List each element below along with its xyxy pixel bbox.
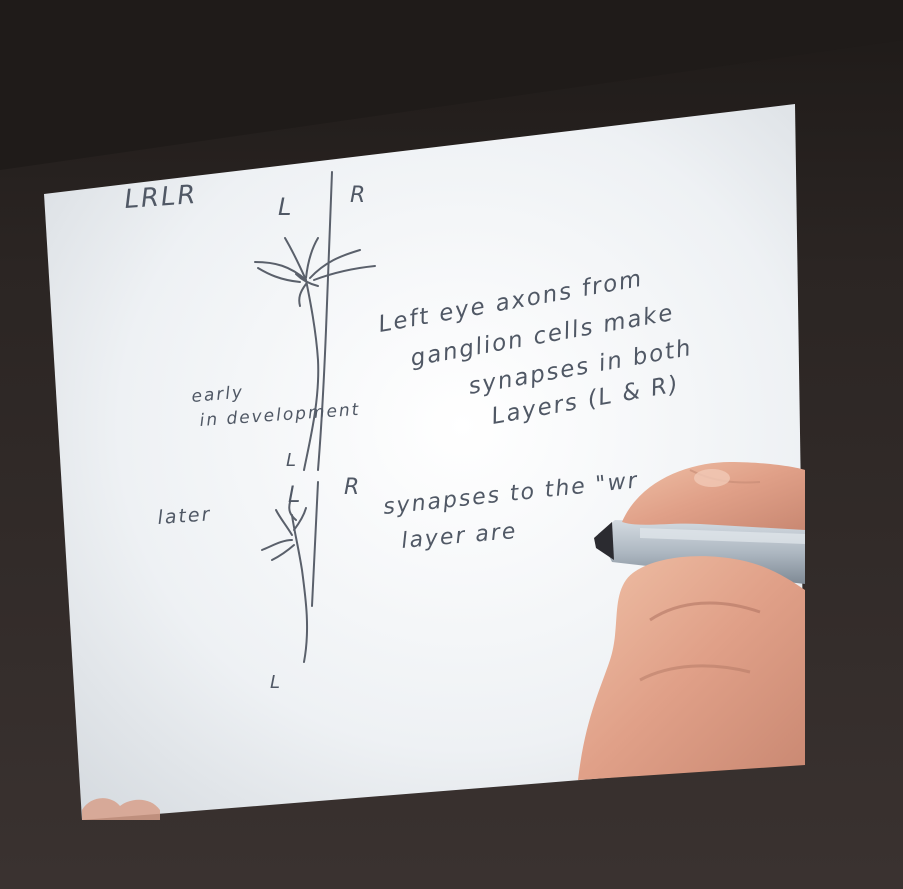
early-bottom-l: L <box>286 450 298 471</box>
later-bottom-l: L <box>270 672 282 693</box>
early-label-l: L <box>278 193 293 221</box>
hand-holding-marker <box>578 462 805 780</box>
neuron-sketch-later <box>261 481 319 663</box>
neuron-sketch-early <box>254 171 376 471</box>
later-label-l: L <box>288 483 302 508</box>
stage-early-line1: early <box>191 382 245 407</box>
later-label-r: R <box>344 475 361 500</box>
ceiling <box>0 0 903 170</box>
heading-pattern: LRLR <box>123 180 198 215</box>
fingertips <box>82 798 160 820</box>
stage-later: later <box>157 503 212 529</box>
early-label-r: R <box>350 183 367 208</box>
